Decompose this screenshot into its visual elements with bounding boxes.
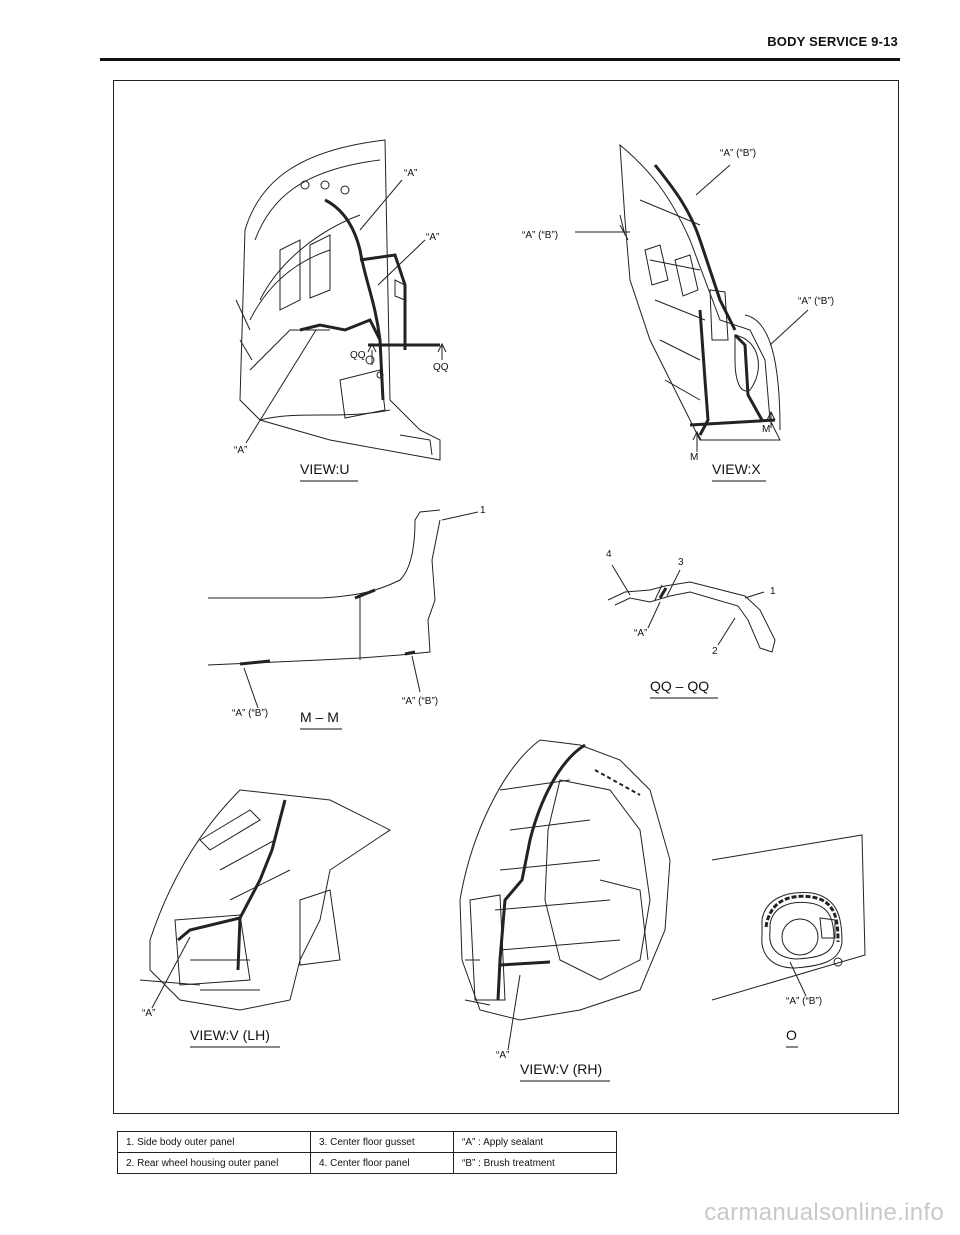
- view-u-callout-a2: “A”: [426, 232, 439, 243]
- view-x-drawing: [619, 143, 781, 441]
- section-mm-callout-1: 1: [480, 505, 486, 516]
- view-u-drawing: [235, 139, 441, 461]
- view-x-callout-m1: M: [690, 452, 698, 463]
- view-v-rh-drawing: [459, 739, 671, 1021]
- section-qq-callout-2: 2: [712, 646, 718, 657]
- view-x-callout-m2: M: [762, 424, 770, 435]
- section-qq-caption: QQ – QQ: [650, 678, 709, 694]
- legend-item-4: 4. Center floor panel: [310, 1152, 454, 1174]
- view-v-lh-drawing: [139, 789, 391, 1011]
- section-mm-callout-ab1: “A” (“B”): [232, 708, 268, 719]
- legend-item-3: 3. Center floor gusset: [310, 1131, 454, 1153]
- view-u-callout-a1: “A”: [404, 168, 417, 179]
- legend-key-a: “A” : Apply sealant: [453, 1131, 617, 1153]
- view-v-rh-callout-a: “A”: [496, 1050, 509, 1061]
- legend-key-b: “B” : Brush treatment: [453, 1152, 617, 1174]
- view-v-lh-callout-a: “A”: [142, 1008, 155, 1019]
- header-rule: [100, 58, 900, 61]
- section-qq-callout-1: 1: [770, 586, 776, 597]
- section-qq-callout-3: 3: [678, 557, 684, 568]
- legend-item-1: 1. Side body outer panel: [117, 1131, 311, 1153]
- view-x-caption: VIEW:X: [712, 461, 761, 477]
- view-o-callout-ab: “A” (“B”): [786, 996, 822, 1007]
- section-mm-caption: M – M: [300, 709, 339, 725]
- view-x-callout-ab1: “A” (“B”): [720, 148, 756, 159]
- page-header-title: BODY SERVICE 9-13: [767, 34, 898, 49]
- view-v-rh-caption: VIEW:V (RH): [520, 1061, 602, 1077]
- view-u-callout-a3: “A”: [234, 445, 247, 456]
- figure-frame: [113, 80, 899, 1114]
- legend-item-2: 2. Rear wheel housing outer panel: [117, 1152, 311, 1174]
- view-x-callout-ab2: “A” (“B”): [522, 230, 558, 241]
- section-mm-drawing: [207, 509, 441, 666]
- legend-row: 2. Rear wheel housing outer panel 4. Cen…: [117, 1152, 617, 1174]
- view-u-caption: VIEW:U: [300, 461, 350, 477]
- section-qq-callout-4: 4: [606, 549, 612, 560]
- view-u-callout-qq2: QQ: [433, 362, 449, 373]
- view-o-caption: O: [786, 1027, 797, 1043]
- view-v-lh-caption: VIEW:V (LH): [190, 1027, 270, 1043]
- view-o-drawing: [711, 834, 866, 1001]
- section-qq-callout-a: “A”: [634, 628, 647, 639]
- legend-row: 1. Side body outer panel 3. Center floor…: [117, 1131, 617, 1153]
- section-qq-drawing: [607, 581, 776, 653]
- view-x-callout-ab3: “A” (“B”): [798, 296, 834, 307]
- watermark: carmanualsonline.info: [704, 1199, 944, 1226]
- section-mm-callout-ab2: “A” (“B”): [402, 696, 438, 707]
- legend-table: 1. Side body outer panel 3. Center floor…: [117, 1131, 617, 1174]
- view-u-callout-qq1: QQ: [350, 350, 366, 361]
